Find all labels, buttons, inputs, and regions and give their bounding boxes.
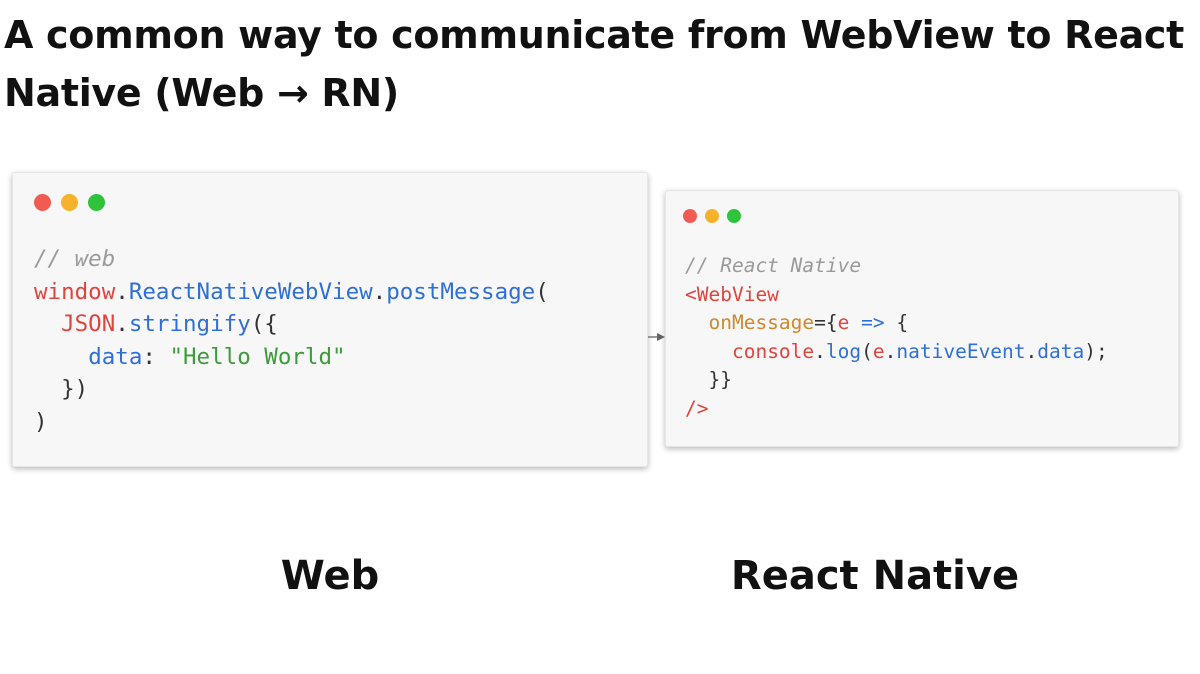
- code-token: <WebView: [685, 282, 779, 306]
- code-token: :: [142, 343, 170, 370]
- react-native-code-window: // React Native <WebView onMessage={e => …: [665, 190, 1179, 447]
- code-token: .: [115, 278, 129, 305]
- code-token: (: [861, 339, 873, 363]
- code-token: onMessage: [708, 311, 815, 334]
- diagram-title: A common way to communicate from WebView…: [4, 13, 1184, 115]
- code-token: }}: [685, 368, 732, 391]
- code-token: [849, 311, 861, 334]
- code-token: ={: [814, 311, 838, 334]
- code-token: window: [34, 278, 116, 305]
- minimize-dot-icon: [705, 209, 719, 223]
- arrow-right-icon: [648, 333, 665, 341]
- code-token: [34, 344, 88, 370]
- code-line: }}: [685, 366, 1108, 395]
- code-token: [685, 311, 708, 334]
- window-controls: [683, 209, 741, 223]
- code-line: // React Native: [685, 252, 1108, 281]
- code-line: ): [34, 406, 549, 439]
- code-token: console: [731, 339, 815, 363]
- close-dot-icon: [34, 194, 51, 211]
- code-token: ReactNativeWebView: [128, 278, 373, 305]
- web-caption: Web: [280, 553, 380, 599]
- react-native-caption: React Native: [730, 553, 1020, 599]
- code-token: =>: [861, 311, 885, 334]
- code-line: JSON.stringify({: [34, 308, 549, 341]
- code-token: [34, 311, 61, 337]
- code-token: .: [115, 311, 129, 337]
- code-token: stringify: [128, 311, 251, 337]
- code-token: ): [34, 408, 48, 435]
- minimize-dot-icon: [61, 194, 78, 211]
- close-dot-icon: [683, 209, 697, 223]
- code-token: />: [685, 396, 709, 420]
- code-token: {: [884, 311, 909, 334]
- code-line: onMessage={e => {: [685, 309, 1108, 338]
- code-token: // web: [34, 246, 116, 272]
- code-token: .: [372, 278, 387, 305]
- code-line: data: "Hello World": [34, 341, 549, 374]
- code-token: );: [1084, 339, 1108, 363]
- code-token: nativeEvent: [896, 339, 1026, 363]
- code-token: "Hello World": [169, 343, 346, 370]
- code-token: ({: [250, 311, 278, 337]
- react-native-code-block: // React Native <WebView onMessage={e => …: [685, 252, 1108, 423]
- code-token: .: [884, 339, 897, 363]
- code-line: console.log(e.nativeEvent.data);: [685, 338, 1108, 367]
- code-token: postMessage: [386, 278, 536, 305]
- code-line: }): [34, 373, 549, 406]
- code-token: e: [872, 339, 885, 363]
- code-line: <WebView: [685, 281, 1108, 310]
- code-token: data: [1037, 339, 1085, 363]
- code-token: .: [814, 339, 826, 363]
- code-token: // React Native: [685, 254, 862, 277]
- code-token: (: [535, 278, 549, 305]
- maximize-dot-icon: [88, 194, 105, 211]
- code-token: JSON: [61, 311, 116, 337]
- code-line: // web: [34, 243, 549, 276]
- code-token: e: [837, 311, 850, 334]
- maximize-dot-icon: [727, 209, 741, 223]
- code-line: />: [685, 395, 1108, 424]
- code-token: .: [1025, 339, 1038, 363]
- code-token: }): [34, 376, 89, 402]
- code-line: window.ReactNativeWebView.postMessage(: [34, 276, 549, 309]
- code-token: [685, 340, 732, 363]
- code-token: data: [88, 343, 143, 370]
- code-token: log: [825, 339, 862, 363]
- window-controls: [34, 194, 105, 211]
